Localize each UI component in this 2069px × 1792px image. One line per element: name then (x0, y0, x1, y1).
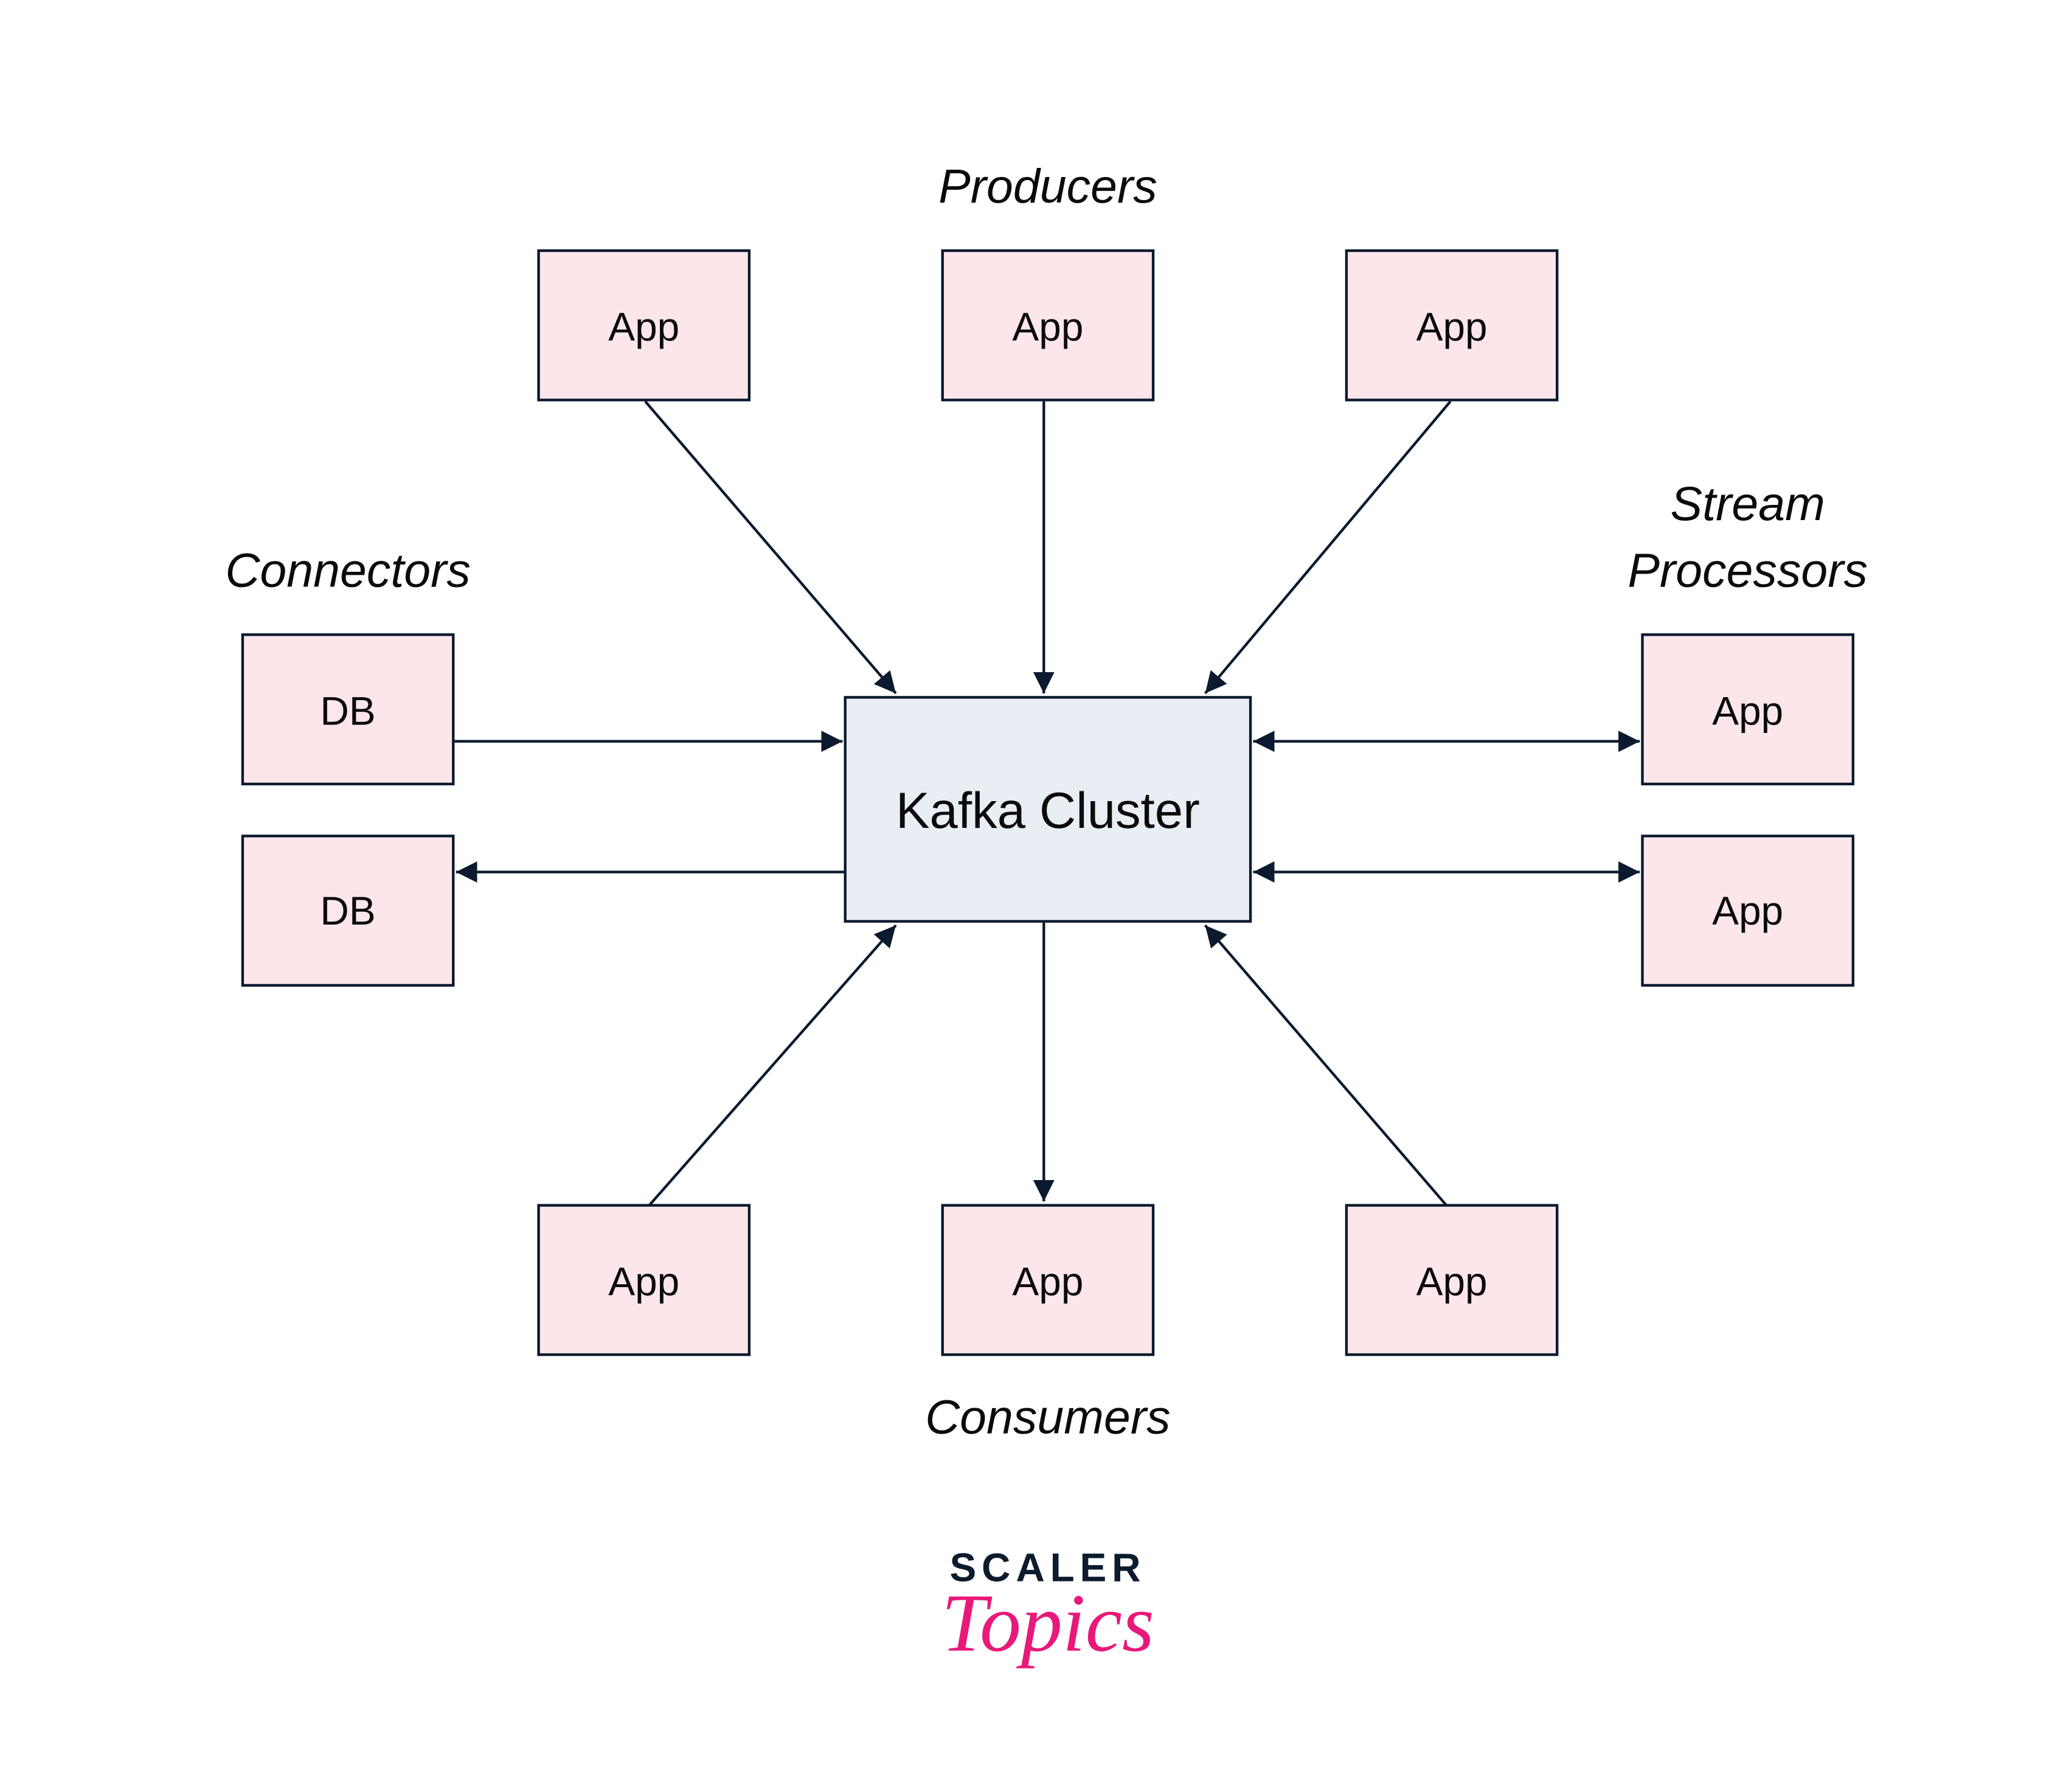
edge-consumer3-kafka (1204, 924, 1447, 1206)
producer-app-node-2: App (941, 249, 1155, 401)
kafka-cluster-node: Kafka Cluster (844, 696, 1252, 923)
consumers-label: Consumers (925, 1390, 1170, 1443)
connector-db-node-2: DB (241, 835, 455, 987)
node-label: App (1012, 1259, 1083, 1304)
edge-consumer1-kafka (648, 924, 897, 1206)
consumer-app-node-3: App (1345, 1204, 1559, 1356)
producer-app-node-3: App (1345, 249, 1559, 401)
node-label: App (1712, 888, 1783, 933)
stream-processors-label-line2: Processors (1627, 543, 1868, 597)
node-label: App (1012, 304, 1083, 349)
scaler-topics-logo: SCALER Topics (941, 1545, 1154, 1669)
node-label: DB (320, 688, 375, 733)
logo-scaler-text: SCALER (949, 1545, 1146, 1590)
consumer-app-node-1: App (537, 1204, 751, 1356)
producer-app-node-1: App (537, 249, 751, 401)
node-label: App (1416, 304, 1488, 349)
stream-app-node-1: App (1641, 633, 1855, 786)
edge-producer1-kafka (644, 400, 897, 695)
consumer-app-node-2: App (941, 1204, 1155, 1356)
stream-app-node-2: App (1641, 835, 1855, 987)
edge-producer3-kafka (1204, 400, 1452, 695)
logo-topics-text: Topics (941, 1578, 1154, 1669)
node-label: App (608, 1259, 679, 1304)
connectors-label: Connectors (225, 543, 471, 597)
stream-processors-label-line1: Stream (1671, 477, 1825, 530)
node-label: App (1712, 688, 1783, 733)
node-label: DB (320, 888, 375, 933)
kafka-cluster-label: Kafka Cluster (896, 782, 1200, 839)
producers-label: Producers (938, 159, 1157, 213)
connector-db-node-1: DB (241, 633, 455, 786)
node-label: App (608, 304, 679, 349)
node-label: App (1416, 1259, 1488, 1304)
